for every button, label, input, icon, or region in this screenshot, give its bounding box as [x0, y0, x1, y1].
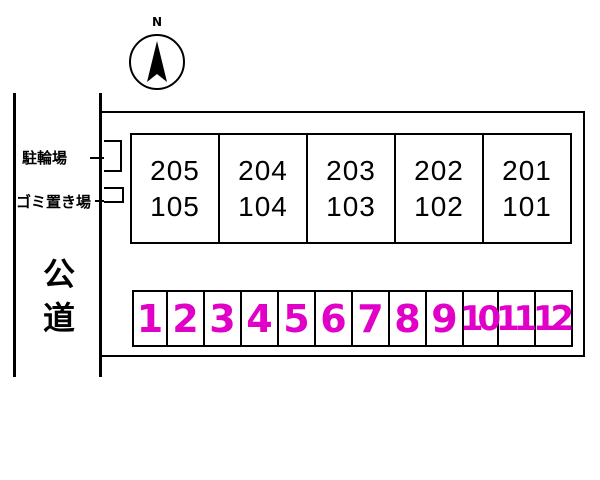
parking-space: 5 — [279, 292, 316, 345]
public-road-label: 公 道 — [34, 252, 84, 340]
apartment-building: 205 105 204 104 203 103 202 102 201 101 — [130, 133, 572, 244]
parking-space: 9 — [427, 292, 464, 345]
garbage-area-leader — [95, 200, 104, 202]
parking-space: 4 — [242, 292, 279, 345]
parking-space: 8 — [390, 292, 427, 345]
lot-boundary — [99, 111, 585, 357]
unit-lower: 105 — [150, 190, 200, 222]
unit-lower: 103 — [326, 190, 376, 222]
parking-space: 3 — [205, 292, 242, 345]
unit-column: 204 104 — [220, 135, 308, 242]
unit-column: 201 101 — [484, 135, 570, 242]
unit-column: 202 102 — [396, 135, 484, 242]
road-label-char-2: 道 — [42, 299, 75, 337]
road-edge-left — [13, 93, 16, 377]
unit-column: 205 105 — [132, 135, 220, 242]
unit-upper: 202 — [414, 154, 464, 186]
unit-upper: 203 — [326, 154, 376, 186]
unit-column: 203 103 — [308, 135, 396, 242]
parking-space: 11 — [496, 292, 537, 345]
bicycle-parking-label: 駐輪場 — [22, 149, 68, 167]
bicycle-parking-leader — [90, 157, 104, 159]
parking-space: 7 — [353, 292, 390, 345]
unit-lower: 104 — [238, 190, 288, 222]
parking-space: 2 — [168, 292, 205, 345]
unit-upper: 204 — [238, 154, 288, 186]
parking-space: 6 — [316, 292, 353, 345]
road-edge-right — [99, 93, 102, 377]
garbage-area — [104, 187, 124, 203]
compass-icon: N — [129, 15, 185, 90]
north-arrow-icon — [147, 41, 167, 82]
road-label-char-1: 公 — [42, 255, 75, 293]
unit-lower: 102 — [414, 190, 464, 222]
unit-lower: 101 — [502, 190, 552, 222]
garbage-area-label: ゴミ置き場 — [16, 193, 92, 211]
unit-upper: 201 — [502, 154, 552, 186]
parking-row: 1 2 3 4 5 6 7 8 9 10 11 12 — [132, 290, 574, 347]
compass-north-label: N — [152, 15, 162, 29]
parking-space: 1 — [134, 292, 168, 345]
unit-upper: 205 — [150, 154, 200, 186]
parking-space: 12 — [532, 298, 574, 339]
parking-space: 10 — [460, 292, 501, 345]
bicycle-parking-area — [104, 140, 122, 172]
north-compass: N — [127, 14, 187, 92]
